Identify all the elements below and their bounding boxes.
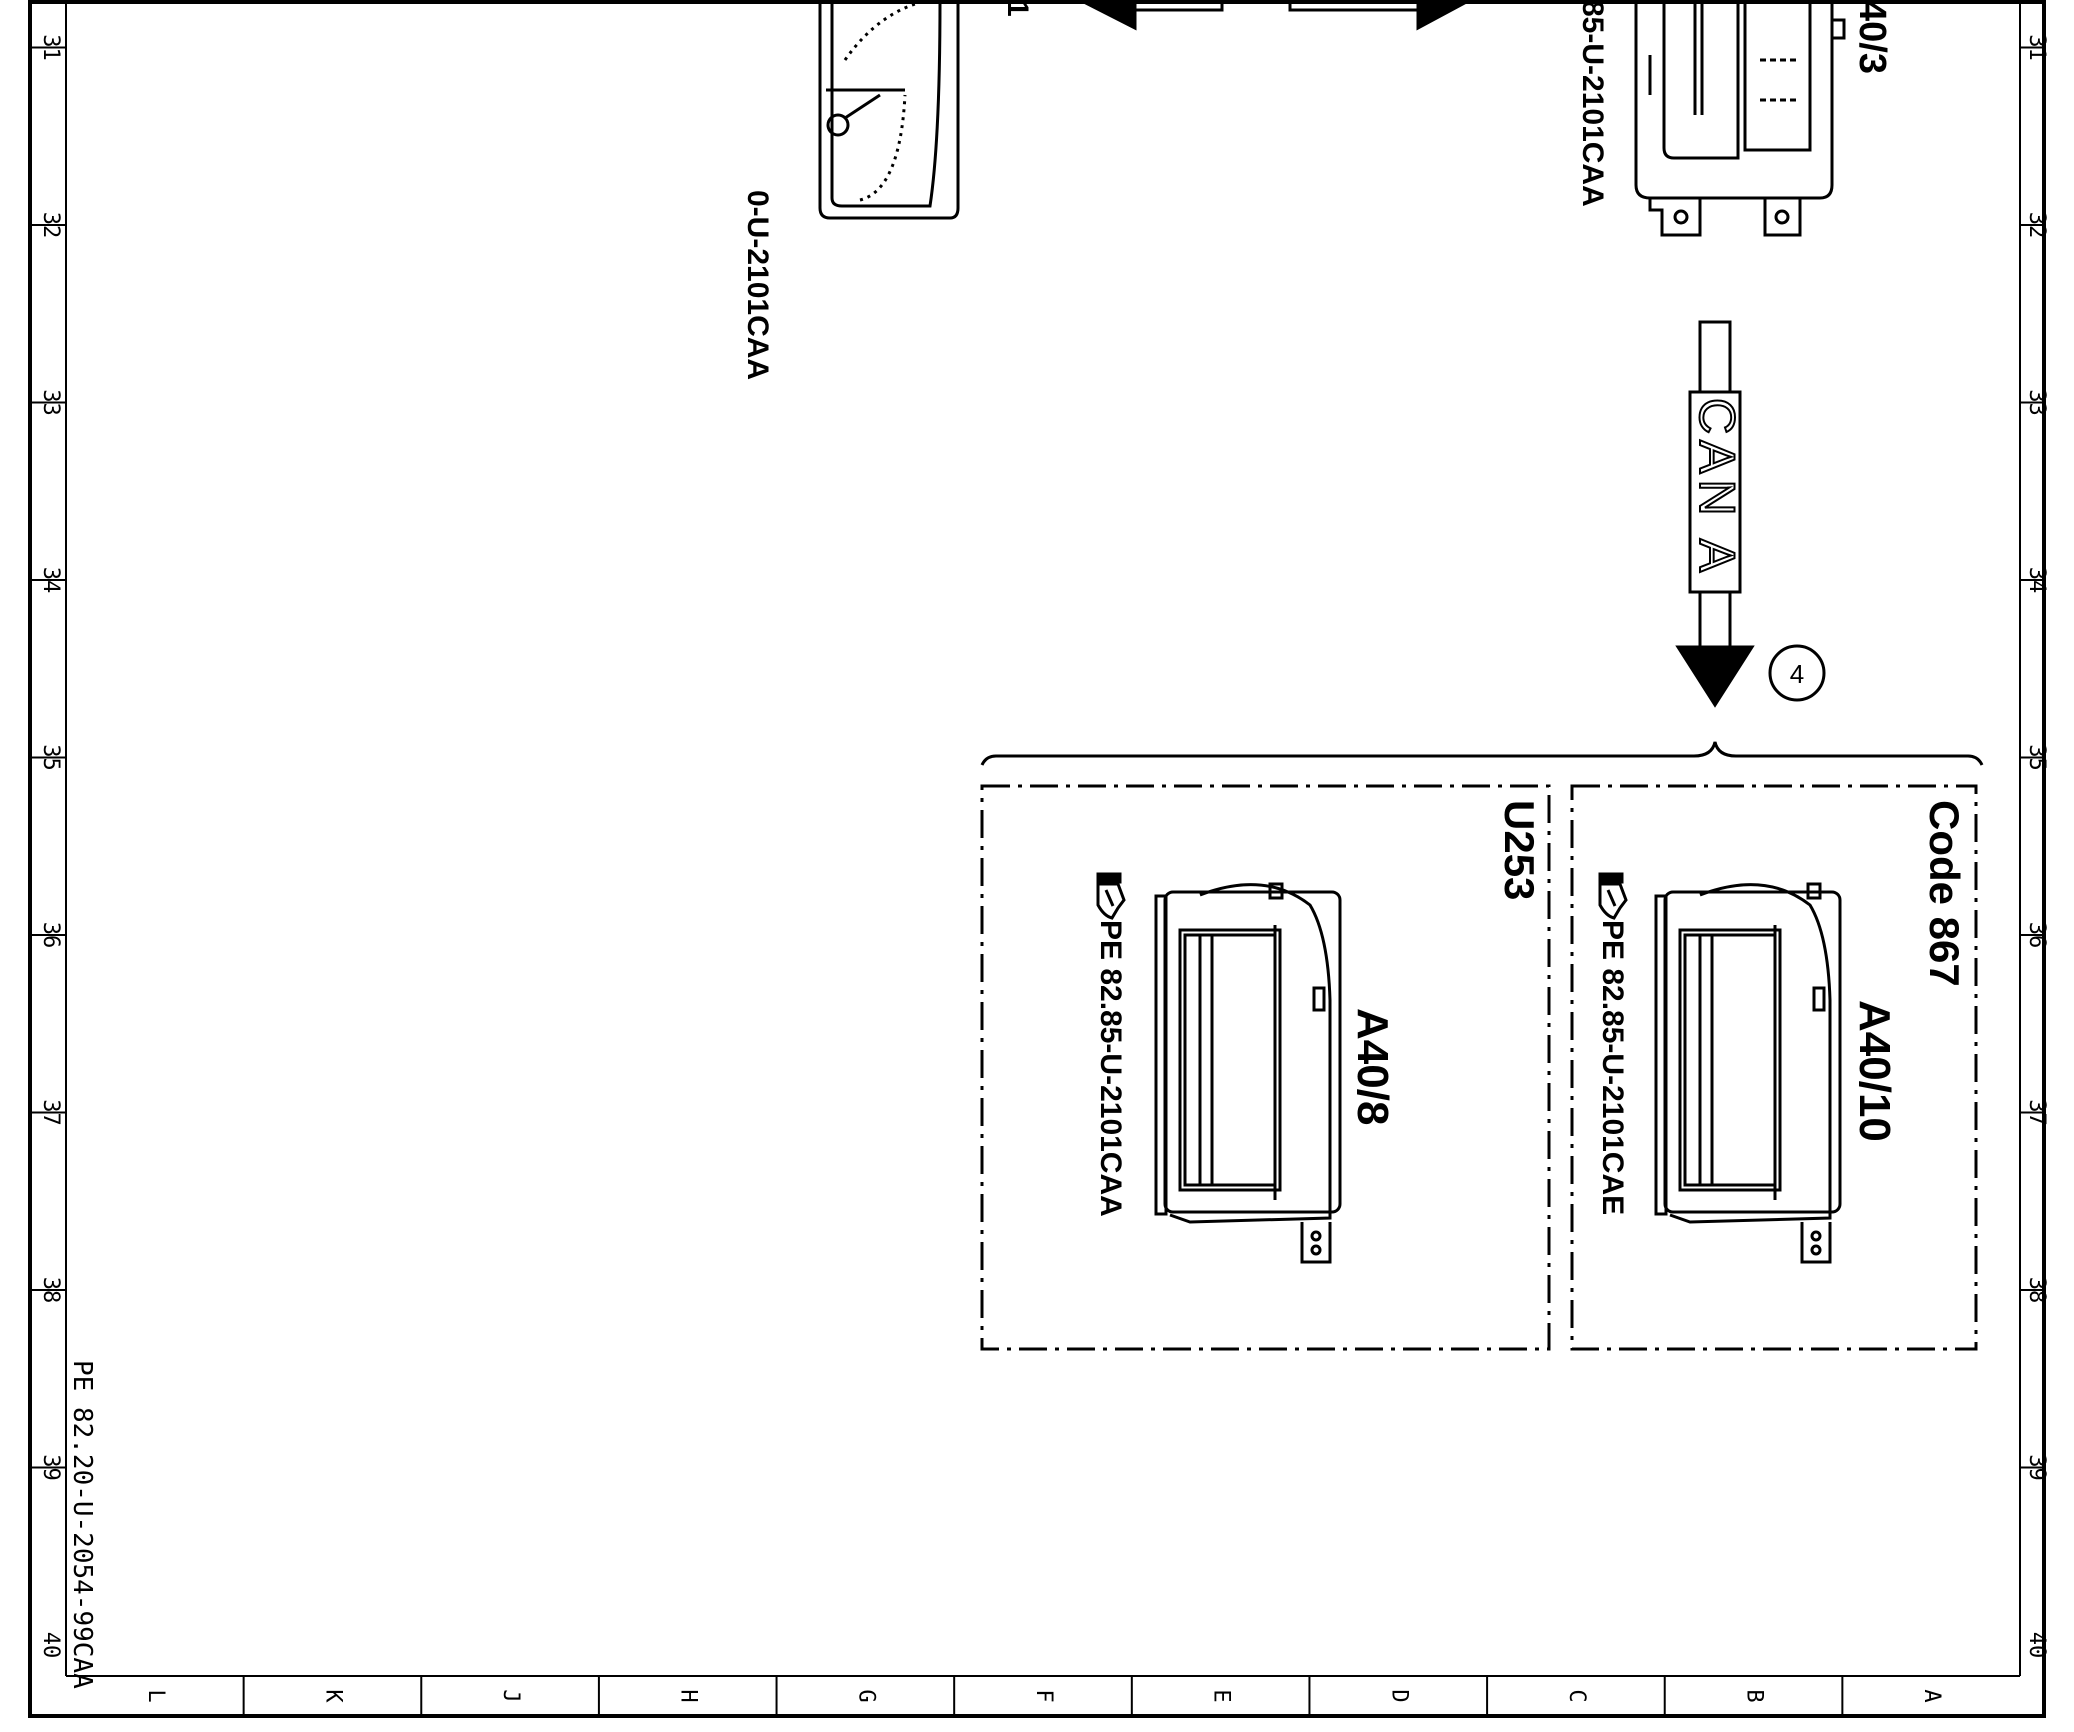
grid-row-label-right: 40 — [2024, 1632, 2049, 1659]
variant-left-box — [980, 784, 1551, 1351]
drawing-number: PE 82.20-U-2054-99CAA — [67, 1360, 97, 1689]
grid-column-label: B — [1742, 1689, 1767, 1702]
grid-column-label: J — [498, 1689, 523, 1702]
grid-column-label: D — [1386, 1689, 1411, 1702]
top-left-component[interactable] — [818, 0, 960, 220]
grid-row-label-left: 35 — [38, 744, 63, 771]
variant-right-ref: PE 82.85-U-2101CAE — [1596, 920, 1629, 1215]
top-right-component[interactable] — [1634, 0, 1846, 237]
can-bus-label: CAN A — [1689, 398, 1745, 578]
grid-row-label-right: 38 — [2024, 1277, 2049, 1304]
grid-row-label-right: 33 — [2024, 389, 2049, 416]
grid-row-label-left: 37 — [38, 1099, 63, 1126]
grid-column-label: F — [1031, 1689, 1056, 1702]
grid-column-label: H — [676, 1689, 701, 1702]
grid-row-label-right: 37 — [2024, 1099, 2049, 1126]
top-left-component-tag: 1 — [1001, 0, 1034, 17]
grid-row-label-left: 40 — [38, 1632, 63, 1659]
grid-row-label-left: 32 — [38, 212, 63, 239]
top-right-component-designation: 40/3 — [1851, 0, 1893, 74]
grid-row-label-right: 32 — [2024, 212, 2049, 239]
can-bus-callout-number: 4 — [1790, 659, 1804, 689]
grid-row-label-right: 39 — [2024, 1454, 2049, 1481]
grid-column-label: L — [143, 1689, 168, 1702]
top-left-component-ref: 0-U-2101CAA — [741, 190, 774, 380]
variant-group-brace — [980, 741, 1984, 766]
variant-right-code-label: Code 867 — [1921, 800, 1968, 987]
can-bus-arrow — [1675, 320, 1755, 708]
drawing-frame — [28, 0, 2046, 1718]
can-bus-callout — [1768, 644, 1826, 702]
grid-row-label-right: 31 — [2024, 34, 2049, 61]
grid-row-label-right: 34 — [2024, 567, 2049, 594]
variant-left-designation: A40/8 — [1348, 1008, 1397, 1125]
variant-right-box — [1570, 784, 1978, 1351]
grid-row-label-left: 31 — [38, 34, 63, 61]
variant-right-designation: A40/10 — [1850, 1000, 1899, 1142]
grid-column-label: G — [853, 1689, 878, 1702]
grid-row-label-left: 33 — [38, 389, 63, 416]
grid-row-label-left: 34 — [38, 567, 63, 594]
grid-row-label-right: 36 — [2024, 922, 2049, 949]
variant-left-hand-icon — [1096, 872, 1126, 920]
variant-left-component[interactable] — [1154, 882, 1342, 1264]
grid-column-label: K — [320, 1689, 345, 1703]
grid-column-label: C — [1564, 1689, 1589, 1702]
variant-right-hand-icon — [1598, 872, 1628, 920]
grid-row-label-left: 36 — [38, 922, 63, 949]
top-bus-arrow — [1079, 0, 1471, 31]
variant-right-component[interactable] — [1654, 882, 1842, 1264]
grid-column-label: A — [1919, 1689, 1944, 1702]
grid-row-label-right: 35 — [2024, 744, 2049, 771]
grid-row-label-left: 38 — [38, 1277, 63, 1304]
variant-left-ref: PE 82.85-U-2101CAA — [1094, 920, 1127, 1217]
variant-left-code-label: U253 — [1496, 800, 1543, 900]
grid-column-label: E — [1209, 1689, 1234, 1702]
top-right-component-ref: 85-U-2101CAA — [1576, 0, 1609, 207]
grid-row-label-left: 39 — [38, 1454, 63, 1481]
